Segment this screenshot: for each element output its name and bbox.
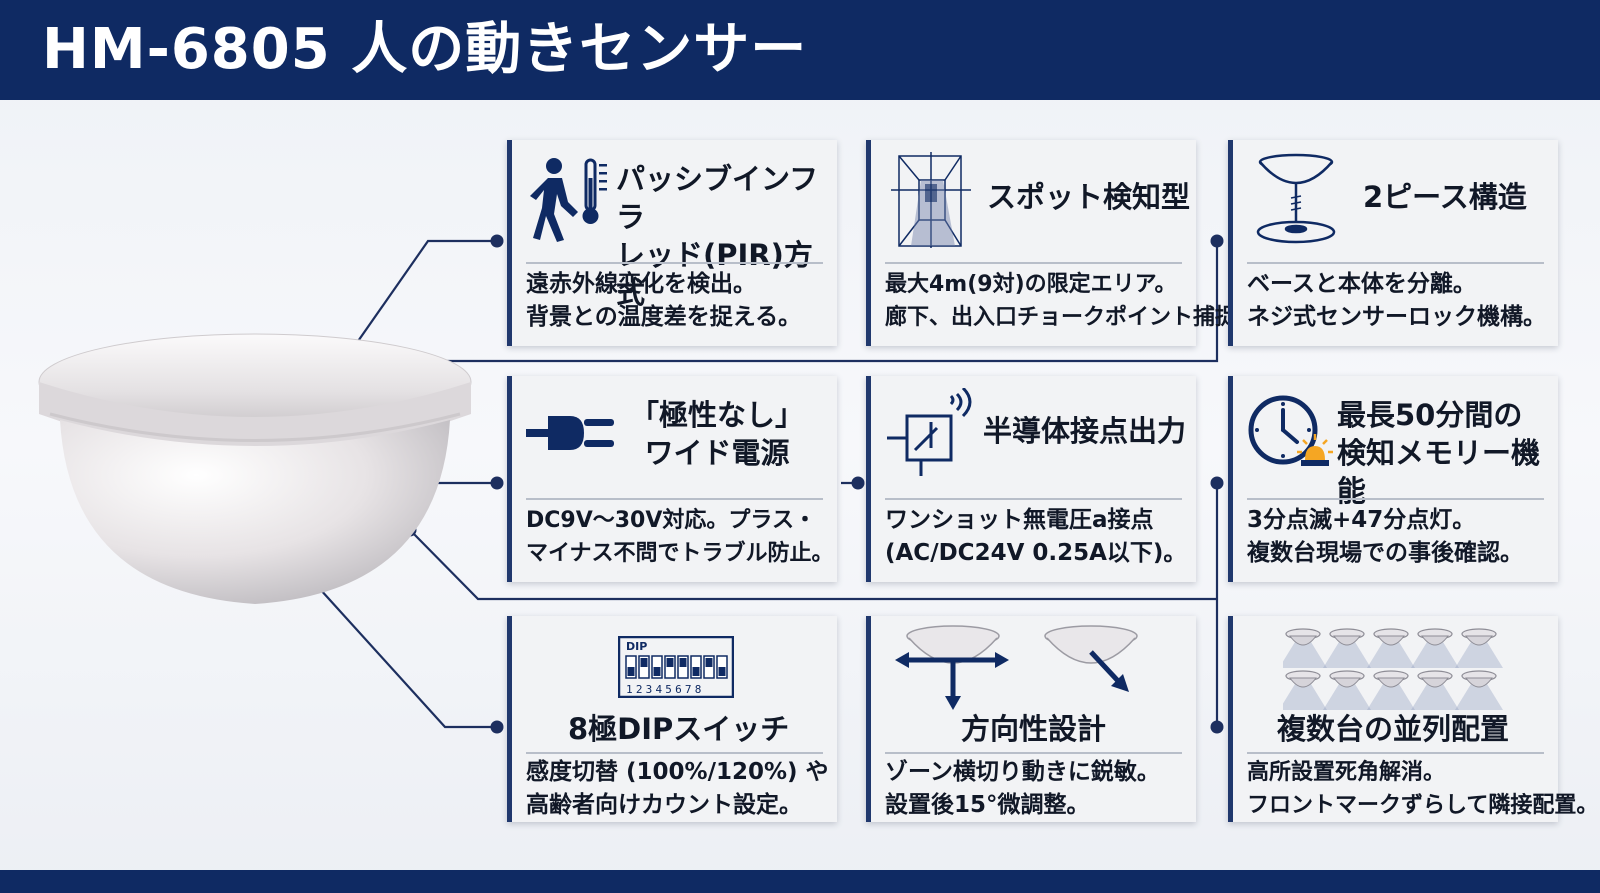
card-title: スポット検知型 <box>987 180 1191 214</box>
card-dip: DIP 12345678 8極DIPスイッチ 感度切替 (100%/120%) … <box>507 616 837 822</box>
sensor-dome-image <box>38 333 472 604</box>
two-piece-structure-icon <box>1256 153 1336 244</box>
desc-line: 高齢者向けカウント設定。 <box>526 792 802 818</box>
card-title: 半導体接点出力 <box>983 414 1187 448</box>
sensor-dome <box>1421 635 1449 646</box>
card-description: 最大4m(9対)の限定エリア。 廊下、出入口チョークポイント捕捉。 <box>885 268 1260 334</box>
dip-toggle <box>692 667 700 676</box>
card-divider <box>1247 752 1544 754</box>
dip-toggle <box>705 658 713 667</box>
detection-beam <box>1367 642 1415 668</box>
sensor-dome <box>1377 635 1405 646</box>
sensor-dome <box>1421 677 1449 688</box>
detection-beam <box>1367 684 1415 710</box>
dip-toggle <box>666 658 674 667</box>
sensor-dome <box>1289 635 1317 646</box>
desc-line: 複数台現場での事後確認。 <box>1247 540 1523 566</box>
header-bar: HM-6805 人の動きセンサー <box>0 0 1600 100</box>
sensor-dome <box>1465 677 1493 688</box>
card-title: パッシブインフラ レッド(PIR)方式 <box>616 162 819 310</box>
desc-line: ベースと本体を分離。 <box>1247 271 1476 297</box>
card-description: 高所設置死角解消。 フロントマークずらして隣接配置。 <box>1247 756 1599 822</box>
dip-toggle <box>653 667 661 676</box>
card-divider <box>526 262 823 264</box>
desc-line: 高所設置死角解消。 <box>1247 760 1446 785</box>
card-title: 「極性なし」 ワイド電源 <box>630 398 805 470</box>
desc-line: マイナス不問でトラブル防止。 <box>526 541 834 566</box>
card-description: 3分点滅+47分点灯。 複数台現場での事後確認。 <box>1247 504 1565 570</box>
detection-beam <box>1411 642 1459 668</box>
directional-sensors-icon <box>895 625 1138 710</box>
card-divider <box>1247 262 1544 264</box>
spot-detection-zone-icon <box>891 152 971 248</box>
desc-line: DC9V〜30V対応。プラス・ <box>526 508 816 533</box>
desc-line: 3分点滅+47分点灯。 <box>1247 507 1476 533</box>
desc-line: 背景との温度差を捉える。 <box>526 304 802 330</box>
card-title: 最長50分間の 検知メモリー機能 <box>1337 398 1541 508</box>
power-plug-icon <box>526 416 614 450</box>
desc-line: フロントマークずらして隣接配置。 <box>1247 793 1599 818</box>
dip-switch-icon: DIP 12345678 <box>618 636 734 698</box>
card-direction: 方向性設計 ゾーン横切り動きに鋭敏。 設置後15°微調整。 <box>866 616 1196 822</box>
detection-beam <box>1411 684 1459 710</box>
desc-line: ワンショット無電圧a接点 <box>885 507 1154 533</box>
dip-toggle <box>640 658 648 667</box>
card-divider <box>885 752 1182 754</box>
desc-line: 最大4m(9対)の限定エリア。 <box>885 272 1177 297</box>
desc-line: (AC/DC24V 0.25A以下)。 <box>885 540 1187 566</box>
card-pir: パッシブインフラ レッド(PIR)方式 遠赤外線変化を検出。 背景との温度差を捉… <box>507 140 837 346</box>
detection-beam <box>1323 642 1371 668</box>
card-divider <box>885 262 1182 264</box>
dip-toggle <box>679 658 687 667</box>
card-description: DC9V〜30V対応。プラス・ マイナス不問でトラブル防止。 <box>526 504 844 570</box>
sensor-dome <box>1377 677 1405 688</box>
card-memory: 最長50分間の 検知メモリー機能 3分点滅+47分点灯。 複数台現場での事後確認… <box>1228 376 1558 582</box>
card-two-piece: 2ピース構造 ベースと本体を分離。 ネジ式センサーロック機構。 <box>1228 140 1558 346</box>
relay-contact-wireless-icon <box>887 388 972 476</box>
walking-person-thermometer-icon <box>530 158 607 242</box>
desc-line: 感度切替 (100%/120%) や <box>526 759 829 785</box>
card-power: 「極性なし」 ワイド電源 DC9V〜30V対応。プラス・ マイナス不問でトラブル… <box>507 376 837 582</box>
detection-beam <box>1283 642 1327 668</box>
dip-toggle <box>627 667 635 676</box>
card-divider <box>526 498 823 500</box>
desc-line: 設置後15°微調整。 <box>885 792 1090 818</box>
card-description: ゾーン横切り動きに鋭敏。 設置後15°微調整。 <box>885 756 1203 822</box>
card-description: 感度切替 (100%/120%) や 高齢者向けカウント設定。 <box>526 756 844 822</box>
clock-alarm-light-icon <box>1248 395 1333 466</box>
page-title: HM-6805 人の動きセンサー <box>42 17 808 82</box>
desc-line: ネジ式センサーロック機構。 <box>1247 304 1546 330</box>
detection-beam <box>1455 684 1503 710</box>
card-description: ワンショット無電圧a接点 (AC/DC24V 0.25A以下)。 <box>885 504 1203 570</box>
card-output: 半導体接点出力 ワンショット無電圧a接点 (AC/DC24V 0.25A以下)。 <box>866 376 1196 582</box>
sensor-dome <box>1333 635 1361 646</box>
desc-line: 遠赤外線変化を検出。 <box>526 271 756 297</box>
card-description: 遠赤外線変化を検出。 背景との温度差を捉える。 <box>526 268 844 334</box>
sensor-dome <box>1333 677 1361 688</box>
card-title: 方向性設計 <box>961 712 1107 746</box>
card-divider <box>526 752 823 754</box>
desc-line: ゾーン横切り動きに鋭敏。 <box>885 759 1160 785</box>
card-parallel: 複数台の並列配置 高所設置死角解消。 フロントマークずらして隣接配置。 <box>1228 616 1598 822</box>
card-divider <box>1247 498 1544 500</box>
sensor-dome <box>1465 635 1493 646</box>
detection-beam <box>1323 684 1371 710</box>
card-divider <box>885 498 1182 500</box>
dip-numbers: 12345678 <box>626 683 705 696</box>
card-spot: スポット検知型 最大4m(9対)の限定エリア。 廊下、出入口チョークポイント捕捉… <box>866 140 1259 346</box>
card-title: 2ピース構造 <box>1363 180 1527 214</box>
card-title: 8極DIPスイッチ <box>568 712 790 746</box>
detection-beam <box>1455 642 1503 668</box>
card-title: 複数台の並列配置 <box>1277 712 1510 746</box>
card-description: ベースと本体を分離。 ネジ式センサーロック機構。 <box>1247 268 1565 334</box>
dip-toggle <box>718 667 726 676</box>
footer-bar <box>0 870 1600 893</box>
desc-line: 廊下、出入口チョークポイント捕捉。 <box>885 305 1260 330</box>
multiple-sensors-array-icon <box>1283 628 1503 710</box>
sensor-dome <box>1289 677 1317 688</box>
detection-beam <box>1283 684 1327 710</box>
dip-label: DIP <box>626 640 647 653</box>
